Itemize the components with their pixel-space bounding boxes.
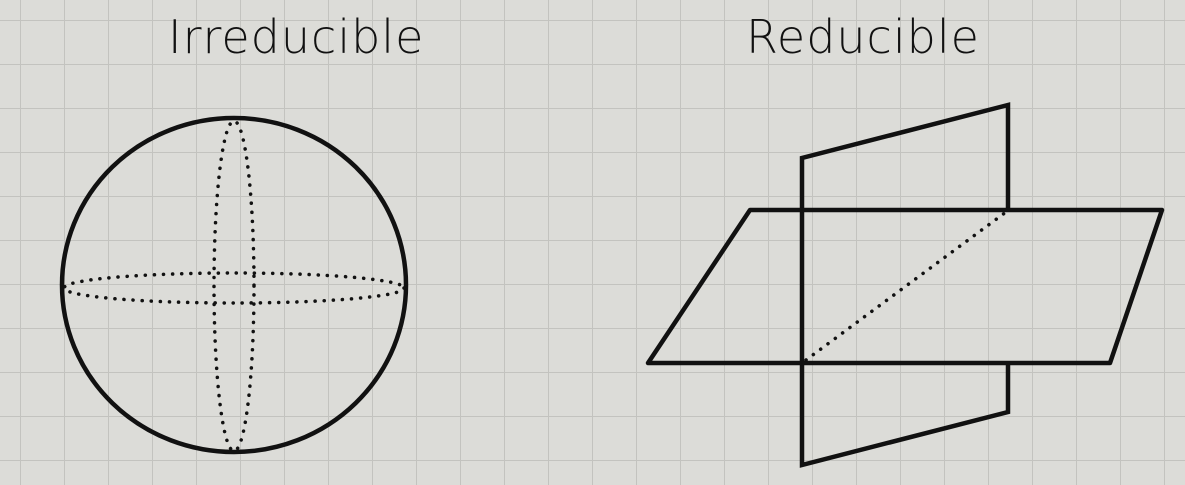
horizontal-great-circle bbox=[62, 271, 406, 305]
irreducible-title: Irreducible bbox=[168, 10, 425, 64]
intersection-line bbox=[804, 210, 1008, 362]
sphere-outline bbox=[59, 115, 409, 455]
reducible-title: Reducible bbox=[746, 10, 980, 64]
horizontal-plane bbox=[645, 207, 1165, 366]
reducible-planes bbox=[645, 102, 1165, 468]
vertical-plane bbox=[799, 102, 1011, 468]
vertical-great-circle bbox=[212, 119, 256, 453]
irreducible-sphere bbox=[59, 115, 409, 455]
